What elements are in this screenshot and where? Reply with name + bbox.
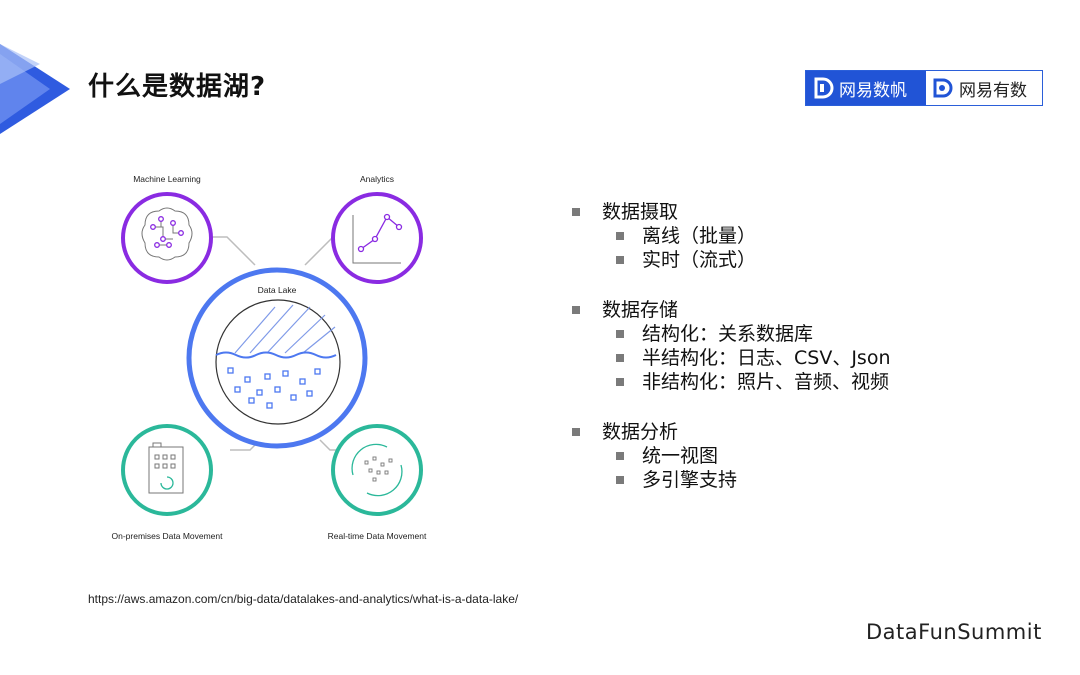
logo-right-text: 网易有数 — [959, 80, 1027, 101]
machine-learning-label: Machine Learning — [133, 174, 201, 184]
netease-youshu-logo: 网易有数 — [926, 71, 1042, 105]
on-premises-node: On-premises Data Movement — [111, 424, 223, 541]
bullet-square — [616, 354, 624, 362]
sub-bullet-item: 非结构化：照片、音频、视频 — [572, 370, 1052, 394]
bullet-square — [616, 378, 624, 386]
bullet-square — [616, 476, 624, 484]
bullet-square — [616, 232, 624, 240]
bullet-square — [616, 256, 624, 264]
real-time-node: Real-time Data Movement — [328, 424, 427, 541]
sub-bullet-item: 半结构化：日志、CSV、Json — [572, 346, 1052, 370]
netease-shufan-logo: 网易数帆 — [806, 71, 926, 105]
bullet-list: 数据摄取 离线（批量） 实时（流式） 数据存储 结构化：关系数据库 半结构化：日… — [572, 200, 1052, 518]
data-lake-diagram: Data Lake Machine Learning — [111, 174, 427, 541]
on-premises-label: On-premises Data Movement — [111, 531, 223, 541]
logo-left-text: 网易数帆 — [839, 80, 907, 101]
logo-bar: 网易数帆 网易有数 — [805, 70, 1043, 106]
water-line — [215, 351, 337, 359]
bullet-item: 数据摄取 — [572, 200, 1052, 224]
data-squares — [227, 367, 321, 409]
line-chart-icon — [352, 213, 403, 264]
bullet-square — [616, 330, 624, 338]
sub-bullet-item: 多引擎支持 — [572, 468, 1052, 492]
analytics-label: Analytics — [360, 174, 394, 184]
bullet-square — [572, 208, 580, 216]
stream-icon — [351, 443, 403, 497]
bullet-item: 数据存储 — [572, 298, 1052, 322]
page-title: 什么是数据湖? — [88, 72, 267, 102]
source-url: https://aws.amazon.com/cn/big-data/datal… — [88, 592, 519, 606]
bullet-square — [572, 306, 580, 314]
bullet-square — [616, 452, 624, 460]
machine-learning-node: Machine Learning — [121, 174, 213, 284]
brain-icon — [141, 207, 193, 261]
bullet-group-ingest: 数据摄取 离线（批量） 实时（流式） — [572, 200, 1052, 272]
center-label: Data Lake — [258, 285, 297, 295]
sub-bullet-item: 统一视图 — [572, 444, 1052, 468]
data-lake-circle: Data Lake — [186, 267, 368, 449]
sub-bullet-item: 离线（批量） — [572, 224, 1052, 248]
sub-bullet-item: 结构化：关系数据库 — [572, 322, 1052, 346]
sub-bullet-item: 实时（流式） — [572, 248, 1052, 272]
corner-arrow-decoration — [0, 44, 70, 134]
bullet-item: 数据分析 — [572, 420, 1052, 444]
sync-icon — [160, 476, 174, 490]
bullet-group-analysis: 数据分析 统一视图 多引擎支持 — [572, 420, 1052, 492]
analytics-node: Analytics — [331, 174, 423, 284]
youshu-logo-icon — [933, 78, 953, 98]
shufan-logo-icon — [814, 77, 834, 99]
bullet-square — [572, 428, 580, 436]
building-icon — [148, 442, 184, 494]
lake-hatching — [234, 304, 336, 354]
brand-footer: DataFunSummit — [866, 620, 1042, 644]
bullet-group-storage: 数据存储 结构化：关系数据库 半结构化：日志、CSV、Json 非结构化：照片、… — [572, 298, 1052, 394]
real-time-label: Real-time Data Movement — [328, 531, 427, 541]
